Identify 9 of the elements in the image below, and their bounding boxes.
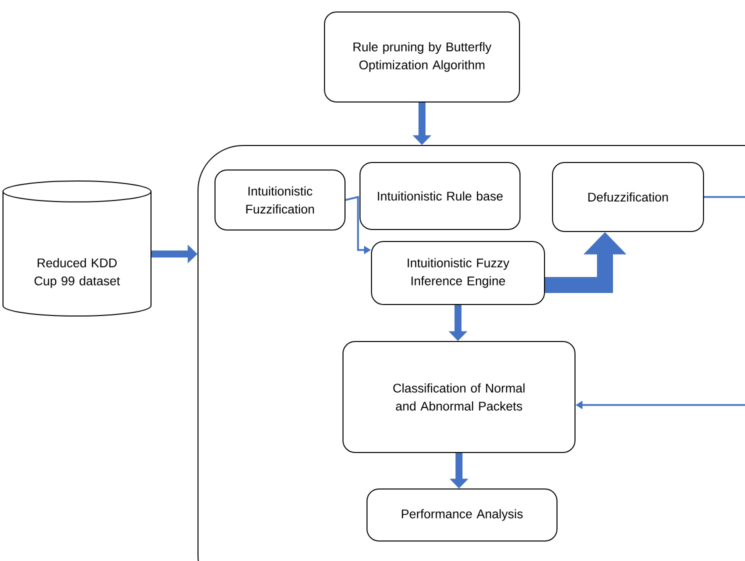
process-box: Rule pruning by Butterfly Optimization Algorithm <box>324 12 520 102</box>
process-box: Intuitionistic Rule base <box>360 162 520 230</box>
database-cylinder: Reduced KDD Cup 99 dataset <box>2 180 152 317</box>
container-box <box>198 145 745 561</box>
process-box: Intuitionistic Fuzzification <box>214 170 346 230</box>
process-box: Classification of Normal and Abnormal Packets <box>342 341 576 453</box>
process-box: Defuzzification <box>552 162 704 232</box>
process-box: Intuitionistic Fuzzy Inference Engine <box>371 241 545 305</box>
process-box: Performance Analysis <box>366 488 558 542</box>
